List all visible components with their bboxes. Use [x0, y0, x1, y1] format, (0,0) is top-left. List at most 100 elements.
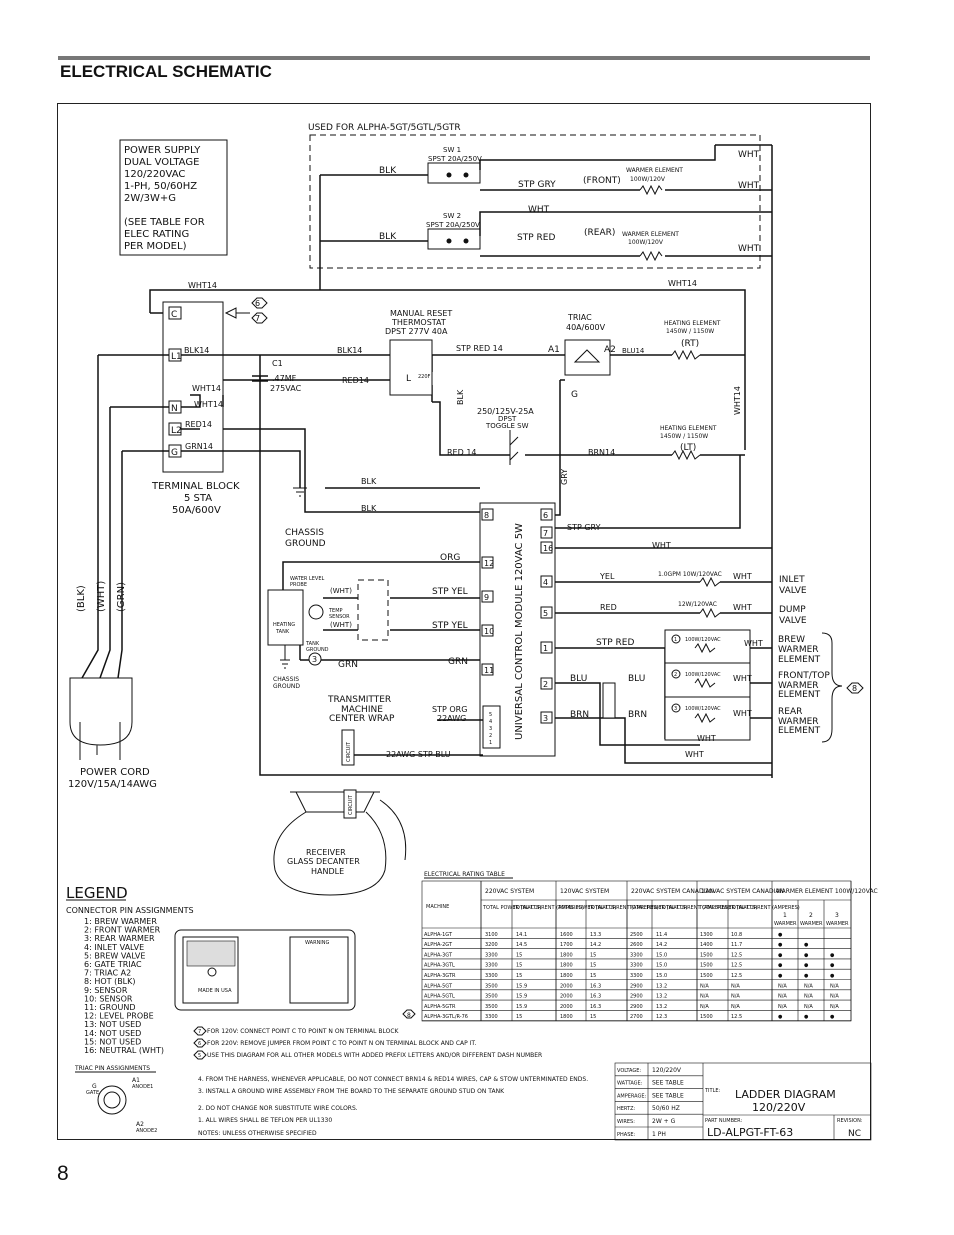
- warmer-head: 1: [783, 912, 787, 919]
- title-row-label: WIRES:: [617, 1119, 635, 1125]
- power-supply-line: DUAL VOLTAGE: [124, 157, 199, 168]
- note-text: NOTES: UNLESS OTHERWISE SPECIFIED: [198, 1130, 317, 1137]
- terminal-block-label: 50A/600V: [172, 505, 221, 516]
- legend-item: 6: GATE TRIAC: [84, 960, 142, 969]
- module-pin: [540, 711, 553, 724]
- element-rating: 100W/120V: [630, 176, 666, 183]
- table-cell: ●: [778, 963, 783, 969]
- title-row-label: WATTAGE:: [617, 1081, 643, 1087]
- triac-pins-title: TRIAC PIN ASSIGNMENTS: [74, 1065, 150, 1072]
- module-pin-number: 11: [484, 666, 494, 675]
- toggle-label: 250/125V-25A: [477, 407, 534, 416]
- revision: NC: [848, 1129, 861, 1139]
- heating-tank: WATER LEVEL PROBE HEATING TANK TEMP SENS…: [267, 561, 480, 690]
- table-cell: 2700: [630, 1014, 643, 1020]
- table-cell: N/A: [731, 994, 740, 1000]
- warmer-num: 2: [674, 672, 677, 678]
- wire-label: WHT: [733, 674, 752, 683]
- table-cell: ALPHA-5GT: [424, 983, 453, 989]
- table-cell: N/A: [830, 994, 839, 1000]
- connector-pin: 5: [489, 712, 492, 718]
- warmer-section: USED FOR ALPHA-5GT/5GTL/5GTR SW 1 SPST 2…: [308, 123, 773, 778]
- wire-label: STP RED 14: [456, 344, 503, 353]
- table-cell: 2900: [630, 983, 643, 989]
- table-cell: N/A: [778, 1004, 787, 1010]
- transmitter: TRANSMITTER MACHINE CENTER WRAP CIRCUIT …: [327, 695, 501, 766]
- table-subheader: TOTAL CURRENT (AMPERES): [658, 905, 730, 911]
- table-cell: N/A: [830, 1004, 839, 1010]
- table-cell: ●: [804, 942, 809, 948]
- wire-label: BLK: [379, 232, 397, 242]
- note-text: 3. INSTALL A GROUND WIRE ASSEMBLY FROM T…: [198, 1088, 505, 1095]
- table-cell: ●: [778, 942, 783, 948]
- table-cell: 13.2: [656, 994, 667, 1000]
- wire-label: YEL: [599, 572, 615, 581]
- table-cell: 3500: [485, 994, 498, 1000]
- module-pin: [481, 590, 494, 603]
- circuit-text: CIRCUIT: [348, 794, 354, 815]
- table-group-header: 120VAC SYSTEM CANADIAN: [701, 888, 784, 895]
- chassis-ground-1: CHASSIS GROUND: [285, 487, 326, 549]
- table-cell: 2000: [560, 1004, 573, 1010]
- chassis-label: GROUND: [285, 539, 326, 549]
- legend-item: 12: LEVEL PROBE: [84, 1012, 154, 1021]
- valve-rating: 1.0GPM 10W/120VAC: [658, 571, 722, 578]
- board-warning: WARNING: [305, 940, 330, 946]
- valve-label: VALVE: [779, 586, 807, 596]
- table-cell: 14.2: [656, 942, 667, 948]
- note-ref-text: 5: [198, 1053, 201, 1059]
- table-cell: 1300: [700, 932, 713, 938]
- legend-item: 1: BREW WARMER: [84, 917, 157, 926]
- table-cell: 15.0: [656, 963, 667, 969]
- table-cell: 16.3: [590, 1004, 601, 1010]
- tank-label: WATER LEVEL: [290, 576, 325, 582]
- note-ref-text: 7: [255, 314, 260, 323]
- toggle-label: TOGGLE SW: [485, 422, 529, 430]
- warmer-num: 3: [674, 706, 677, 712]
- wire-label: RED14: [185, 420, 212, 429]
- module-pin: [540, 526, 553, 539]
- part-number: LD-ALPGT-FT-63: [707, 1126, 793, 1139]
- wire-label: BLK: [379, 166, 397, 176]
- module-pin: [540, 508, 553, 521]
- table-cell: 15: [590, 973, 596, 979]
- cord-label: 120V/15A/14AWG: [68, 779, 157, 790]
- module-pin: [540, 575, 553, 588]
- table-cell: 15: [516, 1014, 522, 1020]
- table-group-header: 120VAC SYSTEM: [560, 888, 609, 895]
- wire-label: STP RED: [596, 638, 634, 648]
- table-cell: ALPHA-5GTL: [424, 994, 455, 1000]
- legend: LEGEND CONNECTOR PIN ASSIGNMENTS 1: BREW…: [66, 884, 194, 1055]
- legend-item: 9: SENSOR: [84, 986, 128, 995]
- connector-pin: 2: [489, 733, 492, 739]
- table-cell: 14.5: [516, 942, 527, 948]
- wire-label: WHT14: [188, 281, 217, 290]
- header-rule: [58, 56, 870, 60]
- heating-pos: (LT): [680, 443, 696, 453]
- title-row-label: PHASE:: [617, 1132, 636, 1138]
- module-pin-number: 4: [543, 578, 548, 587]
- wire-label: WHT: [685, 750, 704, 759]
- table-cell: N/A: [700, 994, 709, 1000]
- power-supply-line: POWER SUPPLY: [124, 145, 201, 156]
- pin-label: A1: [132, 1077, 140, 1084]
- table-cell: ●: [804, 952, 809, 958]
- power-supply-line: 120/220VAC: [124, 169, 185, 180]
- wire-label: STP YEL: [432, 587, 468, 597]
- warmer-rating: 100W/120VAC: [685, 706, 721, 712]
- table-cell: N/A: [778, 983, 787, 989]
- table-cell: 15.9: [516, 1004, 527, 1010]
- title-row-label: HERTZ:: [617, 1106, 636, 1112]
- table-cell: 12.5: [731, 973, 742, 979]
- wire-label: BRN: [570, 710, 589, 720]
- module-pin-number: 7: [543, 529, 548, 538]
- page-number: 8: [57, 1162, 69, 1185]
- power-supply-line: ELEC RATING: [124, 229, 189, 240]
- receiver-label: HANDLE: [311, 867, 344, 876]
- table-cell: 14.2: [590, 942, 601, 948]
- table-cell: 2000: [560, 983, 573, 989]
- table-cell: 15: [516, 952, 522, 958]
- table-cell: ●: [804, 1014, 809, 1020]
